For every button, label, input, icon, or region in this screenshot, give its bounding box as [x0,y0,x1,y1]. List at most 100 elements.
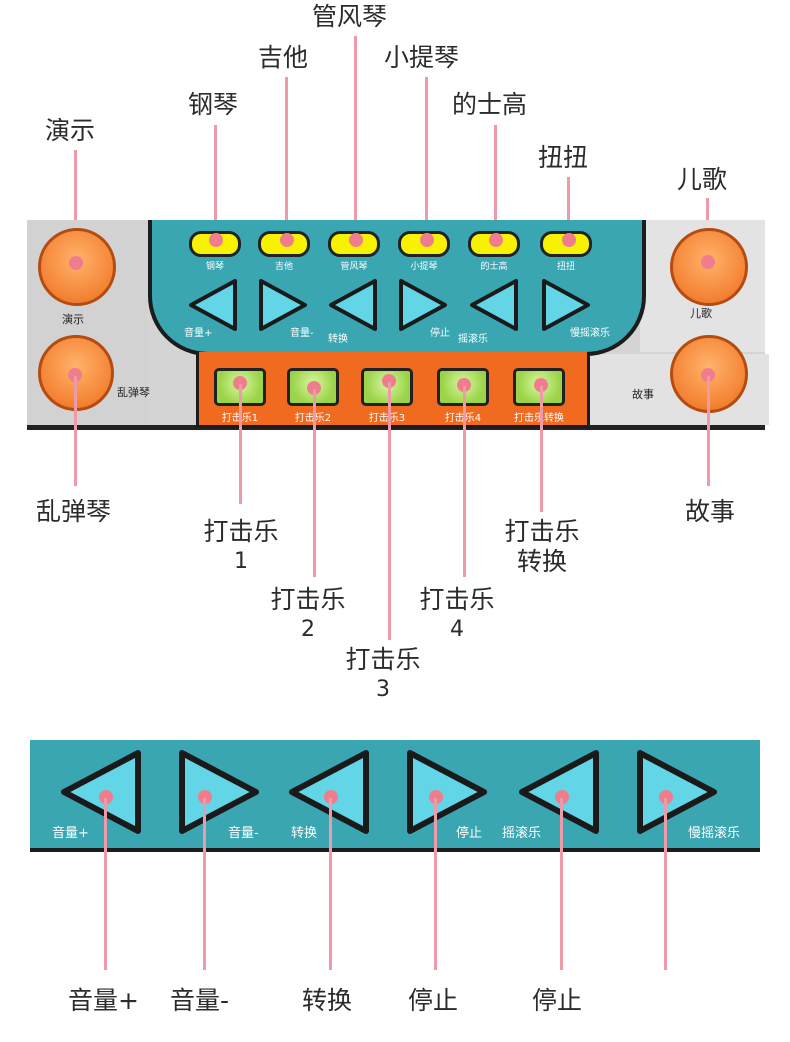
drum-pad-3-label: 打击乐3 [368,413,406,424]
leader-line [354,36,357,240]
marker-dot [429,790,443,804]
volume-down-label: 音量- [290,328,314,339]
slow-rock-arrow-icon[interactable] [540,278,592,332]
bottom-callout-stop-2: 停止 [532,986,583,1015]
zoom-rock-label: 摇滚乐 [502,826,542,841]
callout-xiaotiqin: 小提琴 [384,43,460,72]
callout-yanshi: 演示 [45,116,96,145]
leader-line [425,77,428,240]
demo-label: 演示 [62,313,84,326]
marker-dot [324,790,338,804]
marker-dot [382,374,396,388]
leader-line [463,386,466,577]
marker-dot [233,376,247,390]
leader-line [707,376,710,486]
bottom-callout-volume-up: 音量+ [68,986,139,1015]
leader-line [664,798,667,970]
marker-dot [701,255,715,269]
stop-label: 停止 [430,328,450,339]
violin-label: 小提琴 [410,262,438,272]
story-label: 故事 [632,388,654,401]
leader-line [313,389,316,577]
leader-line [494,125,497,240]
rock-arrow-icon[interactable] [468,278,520,332]
marker-dot [555,790,569,804]
volume-up-arrow-icon[interactable] [187,278,239,332]
leader-line [74,150,77,262]
marker-dot [489,233,503,247]
leader-line [329,798,332,970]
callout-jita: 吉他 [258,43,309,72]
volume-down-arrow-icon[interactable] [257,278,309,332]
leader-line [104,798,107,970]
marker-dot [562,233,576,247]
callout-guanfengqin: 管风琴 [312,2,388,31]
callout-luantanqin: 乱弹琴 [36,497,112,526]
marker-dot [659,790,673,804]
twist-label: 扭扭 [556,262,575,272]
rock-label: 摇滚乐 [458,334,488,345]
leader-line [74,376,77,486]
callout-drum2-line1: 打击乐 [270,585,346,614]
marker-dot [280,233,294,247]
stop-arrow-icon[interactable] [397,278,449,332]
callout-drum4-line1: 打击乐 [419,585,495,614]
leader-line [560,798,563,970]
zoom-slow-rock-arrow-icon[interactable] [634,748,720,836]
zoom-switch-label: 转换 [291,826,318,841]
marker-dot [307,381,321,395]
switch-arrow-icon[interactable] [327,278,379,332]
callout-gushi: 故事 [685,497,736,526]
marker-dot [420,233,434,247]
callout-drum-switch-line2: 转换 [516,547,567,576]
marker-dot [198,790,212,804]
callout-drum1: 打击乐 1 [196,517,286,577]
marker-dot [534,378,548,392]
callout-erge: 儿歌 [677,165,728,194]
callout-drum-switch: 打击乐 转换 [497,517,587,577]
switch-label: 转换 [328,334,348,345]
marker-dot [457,378,471,392]
leader-line [285,77,288,240]
callout-drum-switch-line1: 打击乐 [504,517,580,546]
zoom-volume-up-label: 音量+ [52,826,89,841]
callout-gangqin: 钢琴 [188,90,239,119]
disco-label: 的士高 [480,262,508,272]
callout-drum4: 打击乐 4 [412,585,502,645]
callout-drum2: 打击乐 2 [263,585,353,645]
callout-niuniu: 扭扭 [538,143,589,172]
drum-switch-pad[interactable] [513,368,565,406]
volume-up-label: 音量+ [184,328,213,339]
organ-label: 管风琴 [340,262,368,272]
zoom-volume-down-label: 音量- [228,826,259,841]
callout-drum1-line1: 打击乐 [203,517,279,546]
leader-line [203,798,206,970]
drum-switch-label: 打击乐转换 [514,413,564,424]
slow-rock-label: 慢摇滚乐 [570,328,610,339]
callout-drum3-line2: 3 [376,677,390,702]
callout-dishigao: 的士高 [452,90,528,119]
leader-line [540,386,543,512]
bottom-callout-volume-down: 音量- [170,986,230,1015]
piano-label: 钢琴 [205,262,224,272]
random-play-label: 乱弹琴 [117,386,150,399]
callout-drum3: 打击乐 3 [338,645,428,705]
marker-dot [69,256,83,270]
zoom-stop-label: 停止 [456,826,483,841]
zoom-slow-rock-label: 慢摇滚乐 [688,826,741,841]
leader-line [388,382,391,640]
marker-dot [99,790,113,804]
marker-dot [68,368,82,382]
callout-drum4-line2: 4 [450,617,464,642]
marker-dot [701,368,715,382]
bottom-callout-stop: 停止 [408,986,459,1015]
zoom-stop-arrow-icon[interactable] [404,748,490,836]
leader-line [214,125,217,240]
nursery-rhyme-button[interactable] [670,228,748,306]
callout-drum1-line2: 1 [234,549,248,574]
marker-dot [209,233,223,247]
guitar-label: 吉他 [274,262,293,272]
callout-drum3-line1: 打击乐 [345,645,421,674]
leader-line [434,798,437,970]
zoom-volume-down-arrow-icon[interactable] [176,748,262,836]
